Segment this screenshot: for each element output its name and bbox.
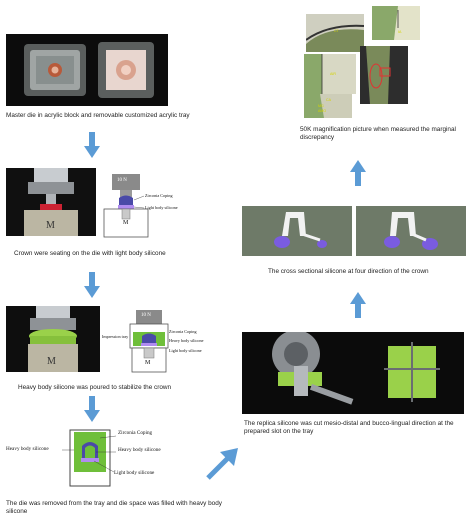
svg-text:M: M [46, 220, 55, 231]
sem-air-svg [304, 54, 323, 94]
arrow-down-2 [84, 272, 100, 298]
step2-photo: M [6, 168, 96, 236]
step4-diagram: Zirconia Coping Heavy body silicone Heav… [4, 428, 194, 494]
step3-heavy-label: Heavy body silicone [169, 338, 204, 343]
step3-die-letter: M [145, 360, 151, 366]
sem-image-margin [360, 46, 408, 104]
sem-label-air: AIR [330, 72, 336, 76]
sem-label-ia: IA [398, 30, 402, 34]
step5-caption: The replica silicone was cut mesio-dista… [244, 420, 454, 435]
step4-diagram-svg [62, 429, 117, 487]
step3-caption: Heavy body silicone was poured to stabil… [18, 384, 172, 391]
sem-ia-svg [372, 6, 399, 40]
step2-die-letter: M [123, 220, 129, 226]
step4-heavy-right-label: Heavy body silicone [118, 447, 161, 453]
step2-diagram-svg [103, 174, 149, 238]
sem-image-ia: IA [372, 6, 420, 40]
step1-photo [6, 34, 168, 106]
step3-photo-image: M [28, 306, 78, 372]
step3-tray-label: Impression tray [102, 334, 129, 339]
sem-label-ct: CT [334, 29, 339, 33]
step2-caption: Crown were seating on the die with light… [14, 250, 166, 257]
sem-image-ct: CT [306, 14, 364, 52]
step4-caption: The die was removed from the tray and di… [6, 500, 222, 515]
svg-text:M: M [47, 356, 56, 367]
step6-caption: The cross sectional silicone at four dir… [268, 268, 429, 275]
step3-diagram: 10 N Impression tray Zirconia Coping Hea… [100, 308, 204, 374]
step4-coping-label: Zirconia Coping [118, 430, 153, 436]
step4-light-label: Light body silicone [114, 470, 155, 476]
arrow-diagonal [206, 448, 238, 480]
step6-right-image [384, 212, 438, 250]
step5-photo [242, 332, 464, 414]
step1-caption: Master die in acrylic block and removabl… [6, 112, 190, 119]
step7-sem-collage: CT IA AIR CA MG AMO [300, 6, 470, 118]
sem-label-amo: AMO [318, 109, 327, 113]
step6-photo-right [356, 206, 466, 256]
sem-label-mg: MG [318, 104, 324, 108]
sem-ca-svg [304, 94, 324, 118]
step2-light-label: Light body silicone [145, 205, 178, 210]
step6-photo-left [242, 206, 352, 256]
step6-left-image [274, 212, 327, 248]
step3-coping-label: Zirconia Coping [169, 329, 197, 334]
arrow-up-2 [350, 160, 366, 186]
sem-image-air: AIR [304, 54, 356, 94]
step2-diagram: 10 N Zirconia Coping Light body silicone… [100, 172, 190, 238]
arrow-up-1 [350, 292, 366, 318]
step3-light-label: Light body silicone [169, 348, 202, 353]
step5-photo-image [272, 332, 440, 405]
step1-photo-image [24, 42, 154, 98]
arrow-down-1 [84, 132, 100, 158]
sem-ct-svg [306, 24, 364, 52]
step4-heavy-left-label: Heavy body silicone [6, 446, 49, 452]
step3-photo: M [6, 306, 100, 372]
sem-image-ca: CA MG AMO [304, 94, 352, 118]
arrow-down-3 [84, 396, 100, 422]
step2-load-label: 10 N [117, 178, 127, 183]
sem-label-ca: CA [326, 98, 331, 102]
step2-photo-image: M [24, 168, 78, 236]
sem-margin-svg [366, 46, 391, 104]
step7-caption: 50K magnification picture when measured … [300, 126, 456, 141]
step3-diagram-svg [129, 310, 169, 373]
step3-load-label: 10 N [141, 313, 151, 318]
step2-coping-label: Zirconia Coping [145, 193, 173, 198]
